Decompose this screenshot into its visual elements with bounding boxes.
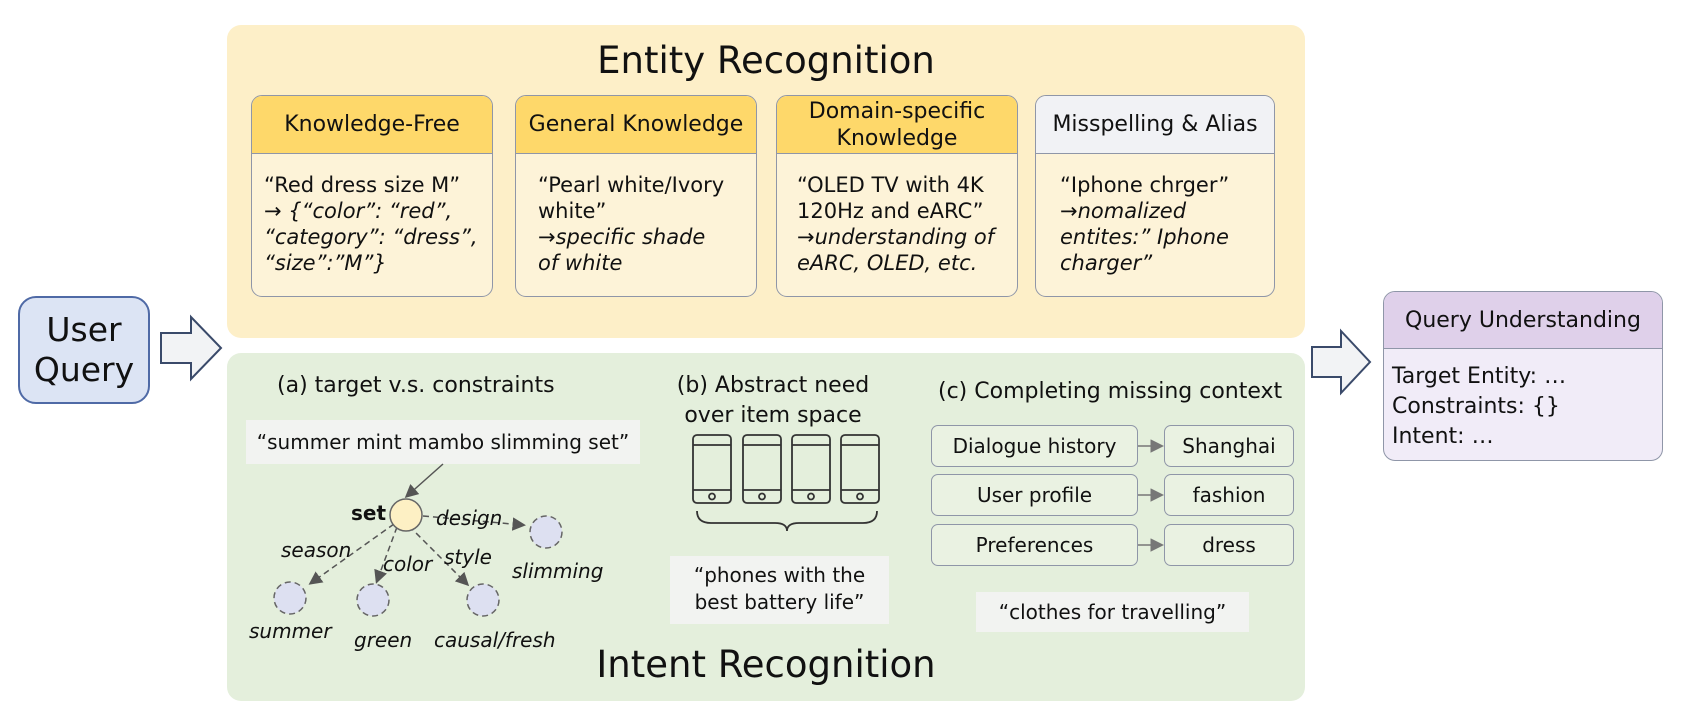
card-header: General Knowledge (516, 96, 756, 154)
user-to-recognition-arrow (160, 314, 223, 382)
card-line: 120Hz and eARC” (797, 199, 984, 223)
context-source-preferences: Preferences (931, 524, 1138, 566)
edge-label-design: design (436, 506, 503, 530)
root-label: set (351, 501, 387, 525)
target-entity-line: Target Entity: … (1392, 364, 1567, 389)
card-body: “Iphone chrger” →nomalized entites:” Iph… (1060, 172, 1266, 276)
abstract-need-title-line2: over item space (684, 403, 862, 428)
card-header: Domain-specific Knowledge (777, 96, 1017, 154)
node-label-summer: summer (249, 619, 332, 643)
card-body: “OLED TV with 4K 120Hz and eARC” →unders… (797, 172, 1009, 276)
card-line: “category”: “dress”, (264, 225, 478, 249)
card-line: of white (538, 251, 623, 275)
abstract-need-title: (b) Abstract need over item space (663, 371, 883, 431)
edge-label-style: style (444, 545, 492, 569)
query-understanding-title: Query Understanding (1384, 292, 1662, 349)
card-line: “size”:”M”} (264, 251, 387, 275)
card-line: → {“color”: “red”, (264, 199, 453, 223)
context-value-fashion: fashion (1164, 474, 1294, 516)
recognition-to-understanding-arrow (1311, 328, 1372, 396)
abstract-need-quote: “phones with the best battery life” (670, 556, 889, 624)
card-line: “OLED TV with 4K (797, 173, 984, 197)
context-source-user-profile: User profile (931, 474, 1138, 516)
phones-illustration (692, 434, 880, 532)
root-node (389, 498, 423, 532)
card-line: entites:” Iphone (1060, 225, 1229, 249)
user-query-box: User Query (18, 296, 150, 404)
user-query-line2: Query (33, 350, 135, 389)
entity-recognition-title: Entity Recognition (597, 39, 935, 82)
phone-icon (692, 434, 732, 504)
card-line: “Red dress size M” (264, 173, 461, 197)
context-value-dress: dress (1164, 524, 1294, 566)
card-line: →specific shade (538, 225, 706, 249)
missing-context-title: (c) Completing missing context (938, 379, 1283, 404)
node-label-causal-fresh: causal/fresh (434, 628, 556, 652)
edge-design (422, 515, 526, 531)
card-line: charger” (1060, 251, 1153, 275)
target-constraints-example: “summer mint mambo slimming set” (246, 420, 640, 464)
attribute-tree (273, 463, 563, 617)
brace-icon (696, 510, 878, 532)
target-constraints-title: (a) target v.s. constraints (277, 373, 555, 398)
card-header: Misspelling & Alias (1036, 96, 1274, 154)
intent-recognition-panel: Intent Recognition (a) target v.s. const… (227, 353, 1305, 701)
context-source-dialogue-history: Dialogue history (931, 425, 1138, 467)
intent-recognition-title: Intent Recognition (596, 643, 936, 686)
edge-label-season: season (281, 538, 352, 562)
misspelling-alias-card: Misspelling & Alias “Iphone chrger” →nom… (1035, 95, 1275, 297)
node-summer (273, 581, 307, 615)
constraints-line: Constraints: {} (1392, 394, 1560, 419)
card-line: white” (538, 199, 607, 223)
abstract-need-title-line1: (b) Abstract need (676, 373, 870, 398)
edge-label-color: color (383, 552, 433, 576)
node-label-green: green (354, 628, 413, 652)
edge-style (408, 525, 470, 587)
card-line: →nomalized (1060, 199, 1187, 223)
card-line: eARC, OLED, etc. (797, 251, 978, 275)
node-label-slimming: slimming (512, 559, 604, 583)
phone-icon (742, 434, 782, 504)
abstract-need-quote-line2: best battery life” (694, 590, 865, 614)
card-header-line1: Domain-specific (808, 98, 986, 124)
node-slimming (529, 515, 563, 549)
card-line: “Pearl white/Ivory (538, 173, 725, 197)
user-query-line1: User (46, 310, 122, 349)
card-line: “Iphone chrger” (1060, 173, 1230, 197)
card-header: Knowledge-Free (252, 96, 492, 154)
general-knowledge-card: General Knowledge “Pearl white/Ivory whi… (515, 95, 757, 297)
card-header-line2: Knowledge (836, 125, 958, 151)
query-understanding-box: Query Understanding Target Entity: … Con… (1383, 291, 1663, 461)
intent-line: Intent: … (1392, 424, 1494, 449)
phone-icon (840, 434, 880, 504)
domain-specific-knowledge-card: Domain-specific Knowledge “OLED TV with … (776, 95, 1018, 297)
missing-context-quote: “clothes for travelling” (976, 592, 1249, 632)
knowledge-free-card: Knowledge-Free “Red dress size M” → {“co… (251, 95, 493, 297)
phone-icon (791, 434, 831, 504)
card-line: →understanding of (797, 225, 995, 249)
context-value-shanghai: Shanghai (1164, 425, 1294, 467)
query-to-root-edge (404, 463, 444, 498)
node-causal-fresh (466, 583, 500, 617)
entity-recognition-panel: Entity Recognition Knowledge-Free “Red d… (227, 25, 1305, 338)
card-body: “Pearl white/Ivory white” →specific shad… (538, 172, 748, 276)
edge-season (308, 523, 395, 585)
node-green (356, 583, 390, 617)
card-body: “Red dress size M” → {“color”: “red”, “c… (264, 172, 484, 276)
abstract-need-quote-line1: “phones with the (693, 563, 866, 587)
context-arrows (1138, 439, 1164, 552)
